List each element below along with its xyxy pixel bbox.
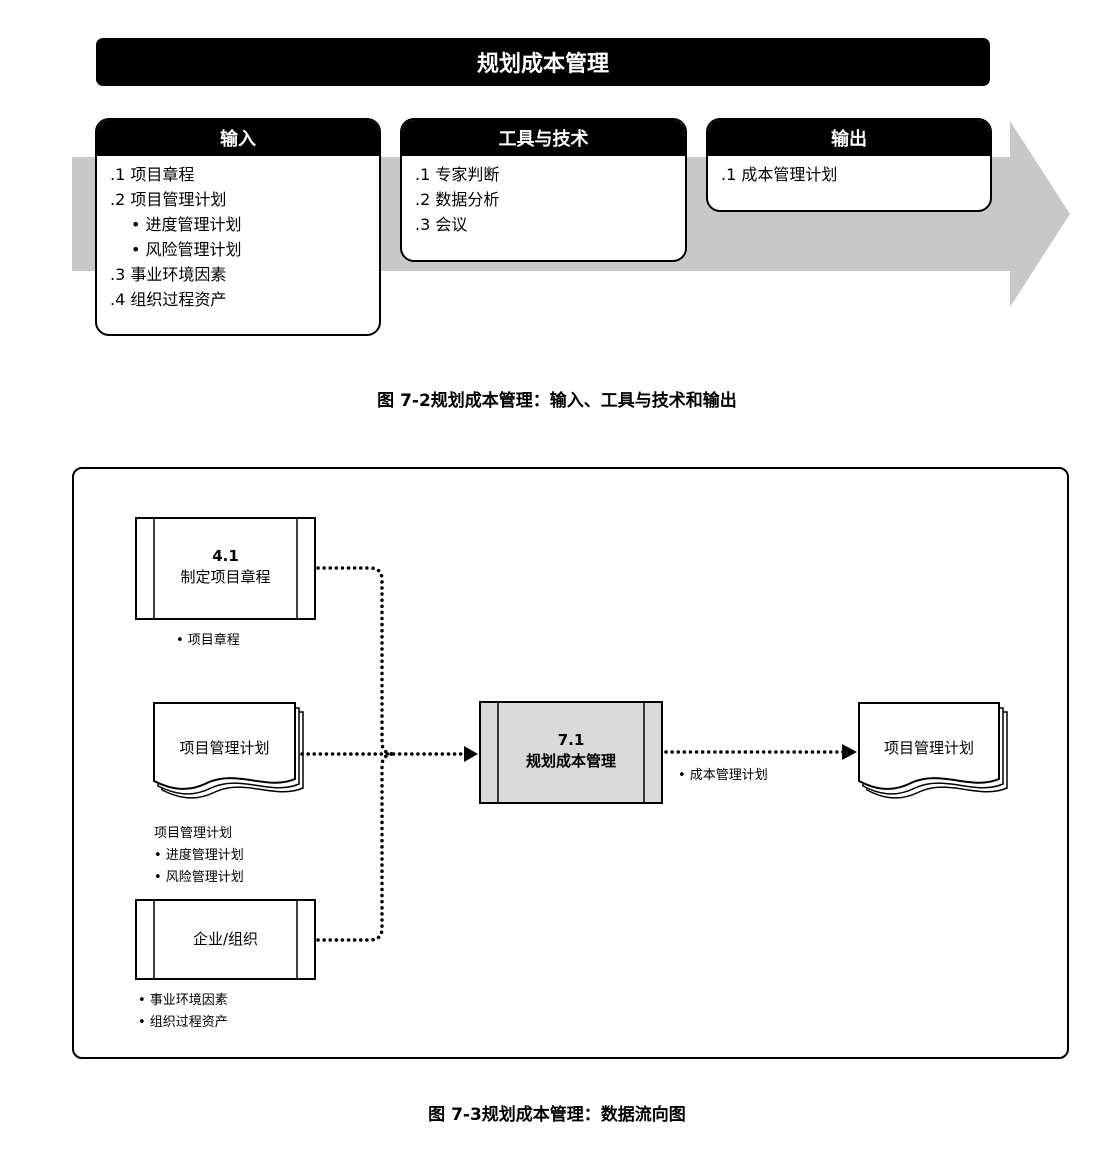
charter-note: • 项目章程 bbox=[176, 633, 240, 648]
external-entity-enterprise bbox=[135, 899, 316, 980]
enterprise-notes: • 事业环境因素 • 组织过程资产 bbox=[138, 990, 228, 1034]
input-item: .1 项目章程 bbox=[110, 165, 195, 184]
pm-plan-note: • 风险管理计划 bbox=[154, 870, 244, 885]
outputs-box: 输出 .1 成本管理计划 bbox=[706, 118, 992, 212]
charter-process-label: 4.1 制定项目章程 bbox=[154, 546, 297, 588]
main-process-name: 规划成本管理 bbox=[525, 752, 616, 770]
tools-header-label: 工具与技术 bbox=[498, 129, 589, 150]
figure-7-3-caption: 图 7-3规划成本管理：数据流向图 bbox=[428, 1105, 686, 1125]
enterprise-note: • 事业环境因素 bbox=[138, 993, 228, 1008]
arrowhead-to-output bbox=[842, 744, 857, 760]
output-doc-label: 项目管理计划 bbox=[883, 739, 974, 757]
document-stack-output bbox=[858, 702, 1008, 799]
process-title: 规划成本管理 bbox=[476, 52, 609, 77]
enterprise-note: • 组织过程资产 bbox=[138, 1015, 228, 1030]
pm-plan-notes: 项目管理计划 • 进度管理计划 • 风险管理计划 bbox=[154, 823, 244, 889]
process-title-bar: 规划成本管理 bbox=[96, 38, 990, 86]
pm-plan-note: 项目管理计划 bbox=[154, 826, 233, 841]
charter-process-number: 4.1 bbox=[212, 547, 239, 565]
input-subitem: • 风险管理计划 bbox=[131, 240, 242, 259]
enterprise-label: 企业/组织 bbox=[192, 930, 259, 948]
inputs-header: 输入 bbox=[97, 120, 379, 156]
tool-item: .1 专家判断 bbox=[415, 165, 500, 184]
data-flow-diagram-frame bbox=[72, 467, 1069, 1059]
pm-plan-note: • 进度管理计划 bbox=[154, 848, 244, 863]
outputs-header: 输出 bbox=[708, 120, 990, 156]
outputs-list: .1 成本管理计划 bbox=[708, 156, 990, 187]
process-box-charter bbox=[135, 517, 316, 620]
input-item: .2 项目管理计划 bbox=[110, 190, 227, 209]
inputs-list: .1 项目章程 .2 项目管理计划 • 进度管理计划 • 风险管理计划 .3 事… bbox=[97, 156, 379, 312]
output-note: • 成本管理计划 bbox=[678, 768, 768, 783]
document-stack-pm-plan bbox=[153, 702, 304, 799]
inputs-box: 输入 .1 项目章程 .2 项目管理计划 • 进度管理计划 • 风险管理计划 .… bbox=[95, 118, 381, 336]
tools-box: 工具与技术 .1 专家判断 .2 数据分析 .3 会议 bbox=[400, 118, 687, 262]
main-process-label: 7.1 规划成本管理 bbox=[498, 730, 644, 772]
flow-charter bbox=[316, 566, 396, 756]
arrowhead-to-process bbox=[464, 746, 478, 762]
figure-7-2-caption: 图 7-2规划成本管理：输入、工具与技术和输出 bbox=[377, 391, 737, 411]
process-box-main bbox=[479, 701, 663, 804]
main-process-number: 7.1 bbox=[557, 731, 585, 749]
pm-plan-doc-label: 项目管理计划 bbox=[179, 739, 270, 757]
flow-enterprise bbox=[316, 752, 396, 942]
input-subitem: • 进度管理计划 bbox=[131, 215, 242, 234]
tool-item: .3 会议 bbox=[415, 215, 468, 234]
outputs-header-label: 输出 bbox=[831, 129, 867, 150]
data-flow-lines bbox=[300, 566, 846, 942]
tool-item: .2 数据分析 bbox=[415, 190, 500, 209]
output-item: .1 成本管理计划 bbox=[721, 165, 838, 184]
tools-list: .1 专家判断 .2 数据分析 .3 会议 bbox=[402, 156, 685, 237]
inputs-header-label: 输入 bbox=[220, 129, 256, 150]
input-item: .3 事业环境因素 bbox=[110, 265, 227, 284]
charter-process-name: 制定项目章程 bbox=[180, 568, 271, 586]
tools-header: 工具与技术 bbox=[402, 120, 685, 156]
input-item: .4 组织过程资产 bbox=[110, 290, 227, 309]
